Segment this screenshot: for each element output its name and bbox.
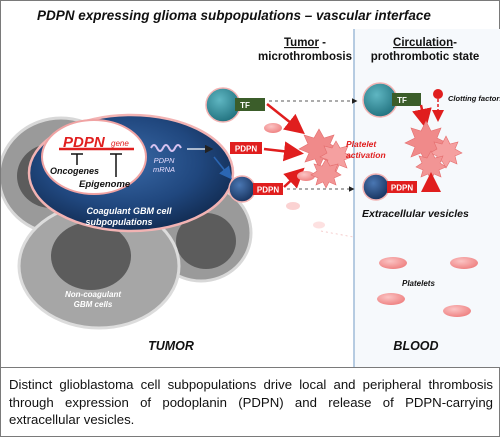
pdpn-surface-tag-label: PDPN bbox=[235, 145, 257, 154]
noncoag-label-line2: GBM cells bbox=[74, 300, 113, 309]
tf-tag-right-label: TF bbox=[397, 96, 407, 105]
header-circulation-line2: prothrombotic state bbox=[371, 51, 480, 63]
header-tumor-micro-line1: Tumor - bbox=[284, 37, 326, 49]
tf-tag-left-label: TF bbox=[240, 101, 250, 110]
pdpn-vesicle-left-tag bbox=[253, 183, 283, 195]
epigenome-label: Epigenome bbox=[79, 179, 131, 190]
gray-cell-right-nucleus bbox=[176, 213, 236, 269]
header-tumor-micro-line2: microthrombosis bbox=[258, 51, 352, 63]
platelet bbox=[286, 202, 300, 210]
mrna-label-line1: PDPN bbox=[154, 156, 175, 165]
coagulant-label-line2: subpopulations bbox=[86, 217, 153, 227]
coagulant-label-line1: Coagulant GBM cell bbox=[86, 206, 172, 216]
platelet bbox=[377, 293, 405, 305]
tf-tag-right bbox=[392, 93, 421, 106]
mrna-squiggle bbox=[150, 144, 182, 152]
pdpn-to-platelet-arrow bbox=[263, 141, 304, 162]
ev-right bbox=[362, 173, 390, 201]
figure-title: PDPN expressing glioma subpopulations – … bbox=[37, 8, 431, 23]
diagram-canvas: PDPN expressing glioma subpopulations – … bbox=[1, 8, 500, 367]
platelet bbox=[379, 257, 407, 269]
platelet bbox=[443, 305, 471, 317]
pdpn-vesicle-right-label: PDPN bbox=[391, 184, 413, 193]
oncogenes-label: Oncogenes bbox=[50, 166, 99, 176]
figure-caption: Distinct glioblastoma cell subpopulation… bbox=[9, 377, 493, 427]
cell-to-ev-arrow bbox=[213, 156, 232, 180]
ev-left bbox=[228, 175, 256, 203]
header-circulation-line1: Circulation- bbox=[393, 37, 457, 49]
clotting-factor-dot bbox=[433, 89, 443, 99]
pdpn-vesicle-left-label: PDPN bbox=[257, 186, 279, 195]
tumor-region-label: TUMOR bbox=[148, 339, 194, 353]
caption-separator bbox=[1, 367, 500, 368]
pdpn-vesicle-right-tag bbox=[387, 181, 417, 193]
tf-right-to-cluster-arrow bbox=[412, 104, 432, 129]
faint-guide-line bbox=[320, 230, 354, 238]
activated-platelet-cluster-tumor bbox=[298, 128, 353, 189]
pdpn-gene-name: PDPN bbox=[63, 134, 106, 151]
platelet bbox=[313, 221, 325, 229]
tf-cell-left bbox=[205, 87, 241, 123]
mrna-label-line2: mRNA bbox=[153, 165, 175, 174]
clotting-factors-label: Clotting factors bbox=[448, 94, 500, 103]
platelets-label: Platelets bbox=[402, 279, 435, 288]
platelet bbox=[297, 171, 315, 181]
pdpn-surface-tag bbox=[230, 142, 262, 154]
noncoag-label-line1: Non-coagulant bbox=[65, 290, 121, 299]
platelet bbox=[450, 257, 478, 269]
tf-cell-right bbox=[362, 82, 398, 118]
tf-to-platelet-arrow bbox=[266, 103, 305, 135]
blood-region-label: BLOOD bbox=[393, 339, 438, 353]
noncoagulant-gbm-nucleus bbox=[51, 222, 131, 290]
extracellular-vesicles-label: Extracellular vesicles bbox=[362, 208, 469, 220]
platelet-activation-line1: Platelet bbox=[346, 139, 377, 149]
platelet-activation-line2: activation bbox=[346, 150, 386, 160]
platelet bbox=[264, 123, 282, 133]
tf-tag-left bbox=[235, 98, 265, 111]
pdpn-gene-suffix: gene bbox=[111, 139, 129, 148]
coagulant-cell-nucleus bbox=[41, 119, 147, 195]
